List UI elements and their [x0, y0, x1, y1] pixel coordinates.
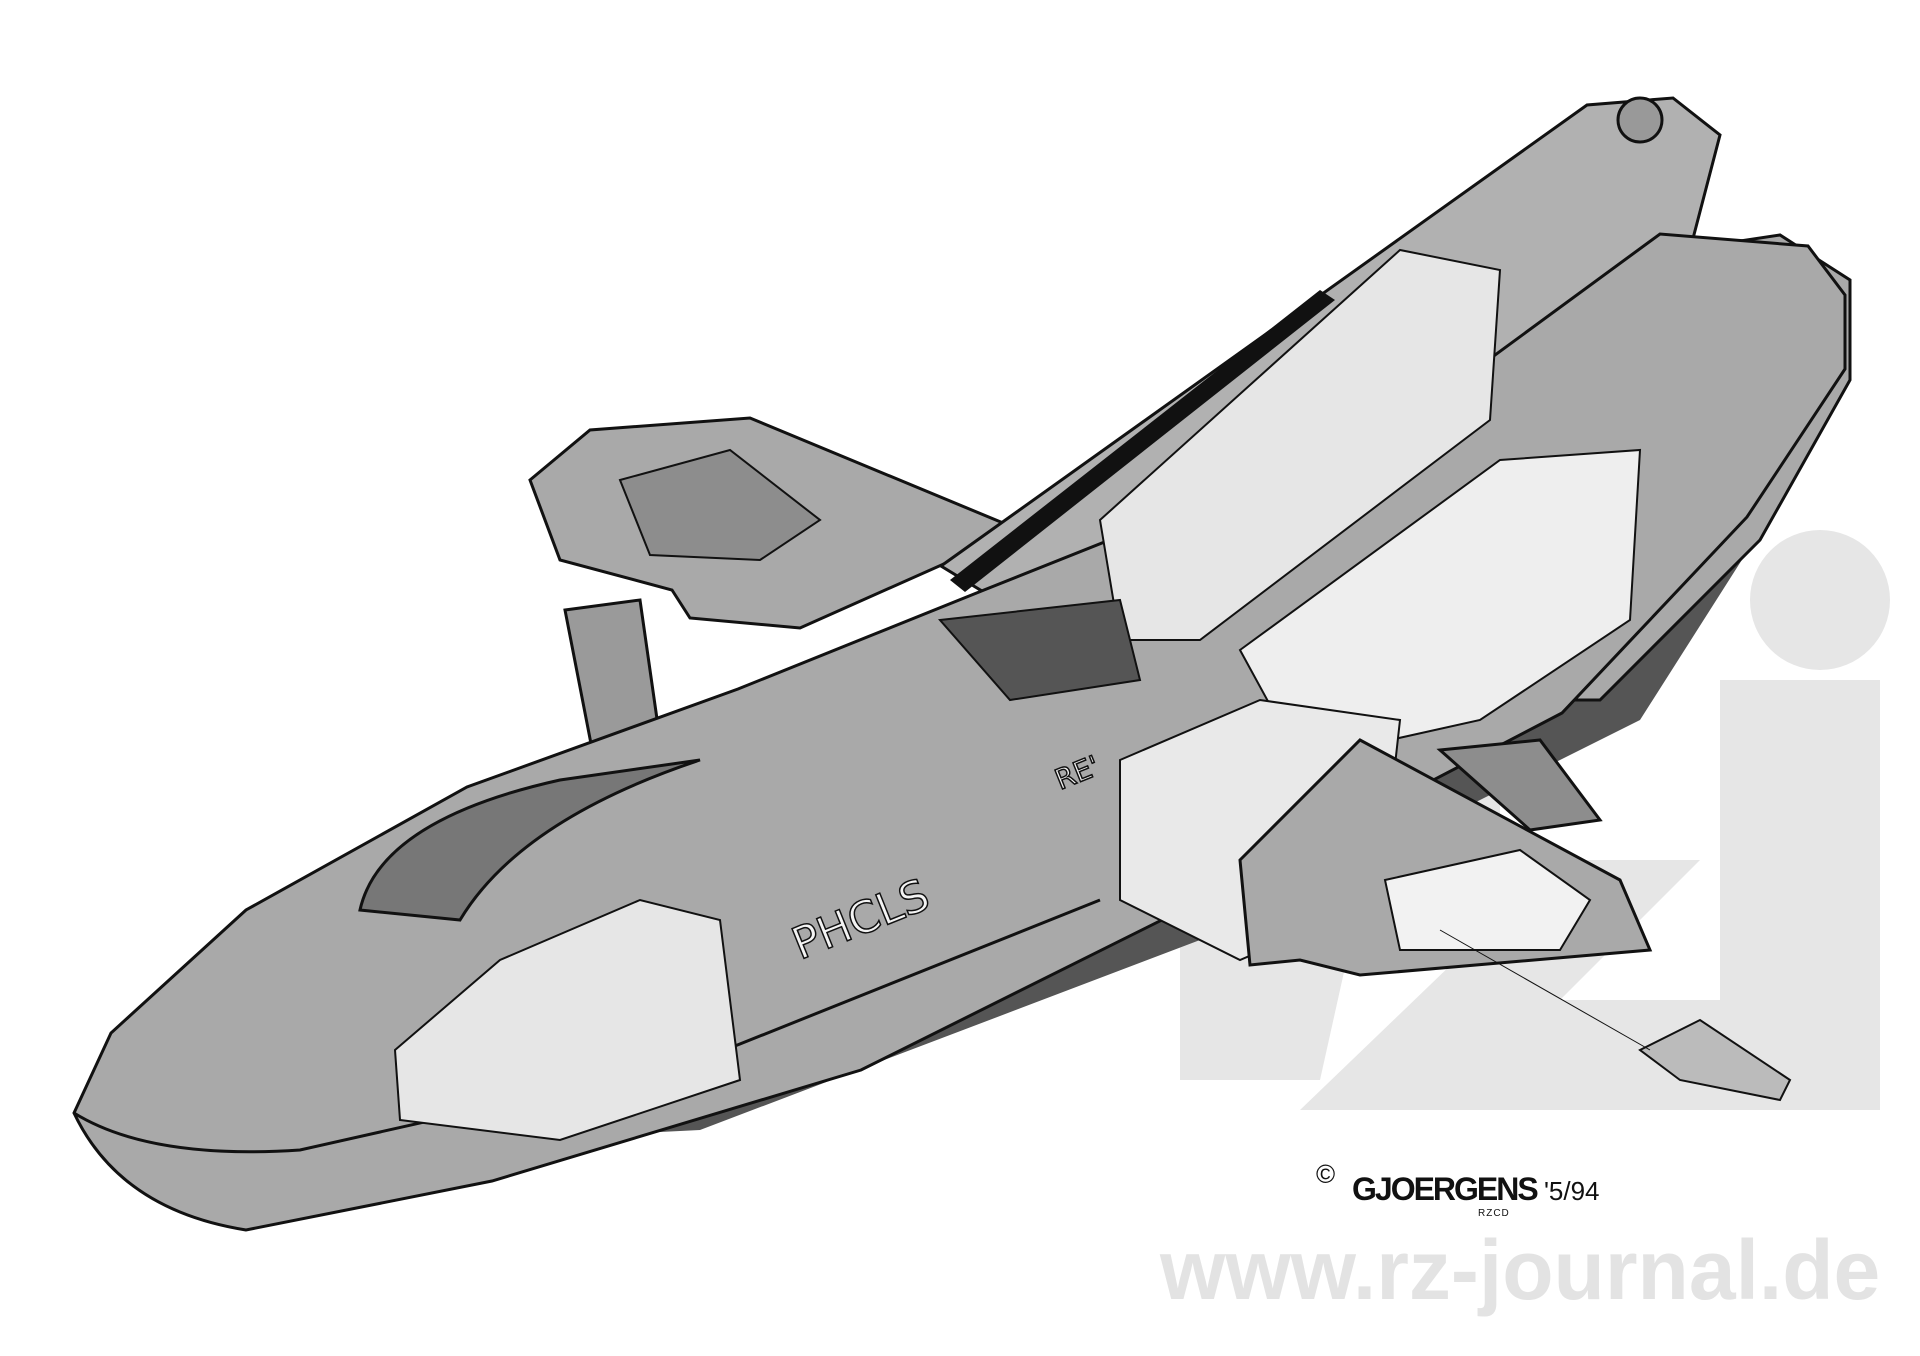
right-wing-bay — [1383, 848, 1592, 951]
boom-dome — [1616, 96, 1664, 144]
right-fin — [1436, 738, 1603, 832]
left-wing-panel — [618, 448, 822, 562]
small-craft — [1638, 1018, 1792, 1102]
launch-trail — [1439, 929, 1651, 1051]
cockpit-recess — [358, 758, 701, 922]
hull-rim — [73, 898, 1101, 1154]
artist-name: GJOERGENS — [1352, 1171, 1539, 1207]
signature-sub: RZCD — [1478, 1208, 1510, 1219]
boom-dark-stripe — [950, 290, 1335, 592]
cutaway-interiors — [393, 248, 1642, 1142]
signature-date: '5/94 — [1543, 1176, 1600, 1206]
copyright-symbol: © — [1316, 1159, 1336, 1189]
watermark-url: www.rz-journal.de — [1160, 1223, 1881, 1317]
artist-signature: GJOERGENS '5/94 — [1352, 1171, 1600, 1207]
